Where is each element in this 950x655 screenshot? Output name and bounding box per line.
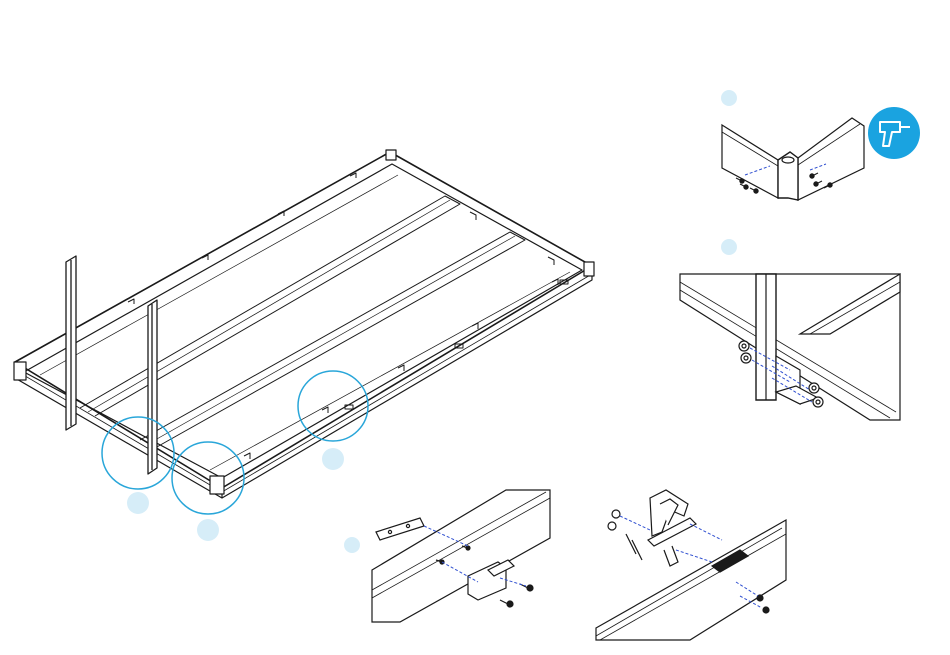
tool-badge xyxy=(868,107,920,159)
step-marker-post xyxy=(127,492,149,514)
main-frame-assembly xyxy=(14,150,594,498)
detail-corner-joint xyxy=(722,118,864,200)
step-marker-bracket xyxy=(322,448,344,470)
detail-post-mount xyxy=(680,274,900,420)
step-marker-detail-bolt xyxy=(344,537,360,553)
step-marker-detail-post xyxy=(721,239,737,255)
detail-hook-bracket xyxy=(596,490,786,640)
detail-rail-clamp xyxy=(372,490,550,622)
step-marker-detail-corner xyxy=(721,90,737,106)
clamp-plate xyxy=(376,518,424,540)
step-marker-corner xyxy=(197,519,219,541)
hook-bracket-part xyxy=(648,490,696,566)
frame-outer-rails xyxy=(15,152,592,498)
